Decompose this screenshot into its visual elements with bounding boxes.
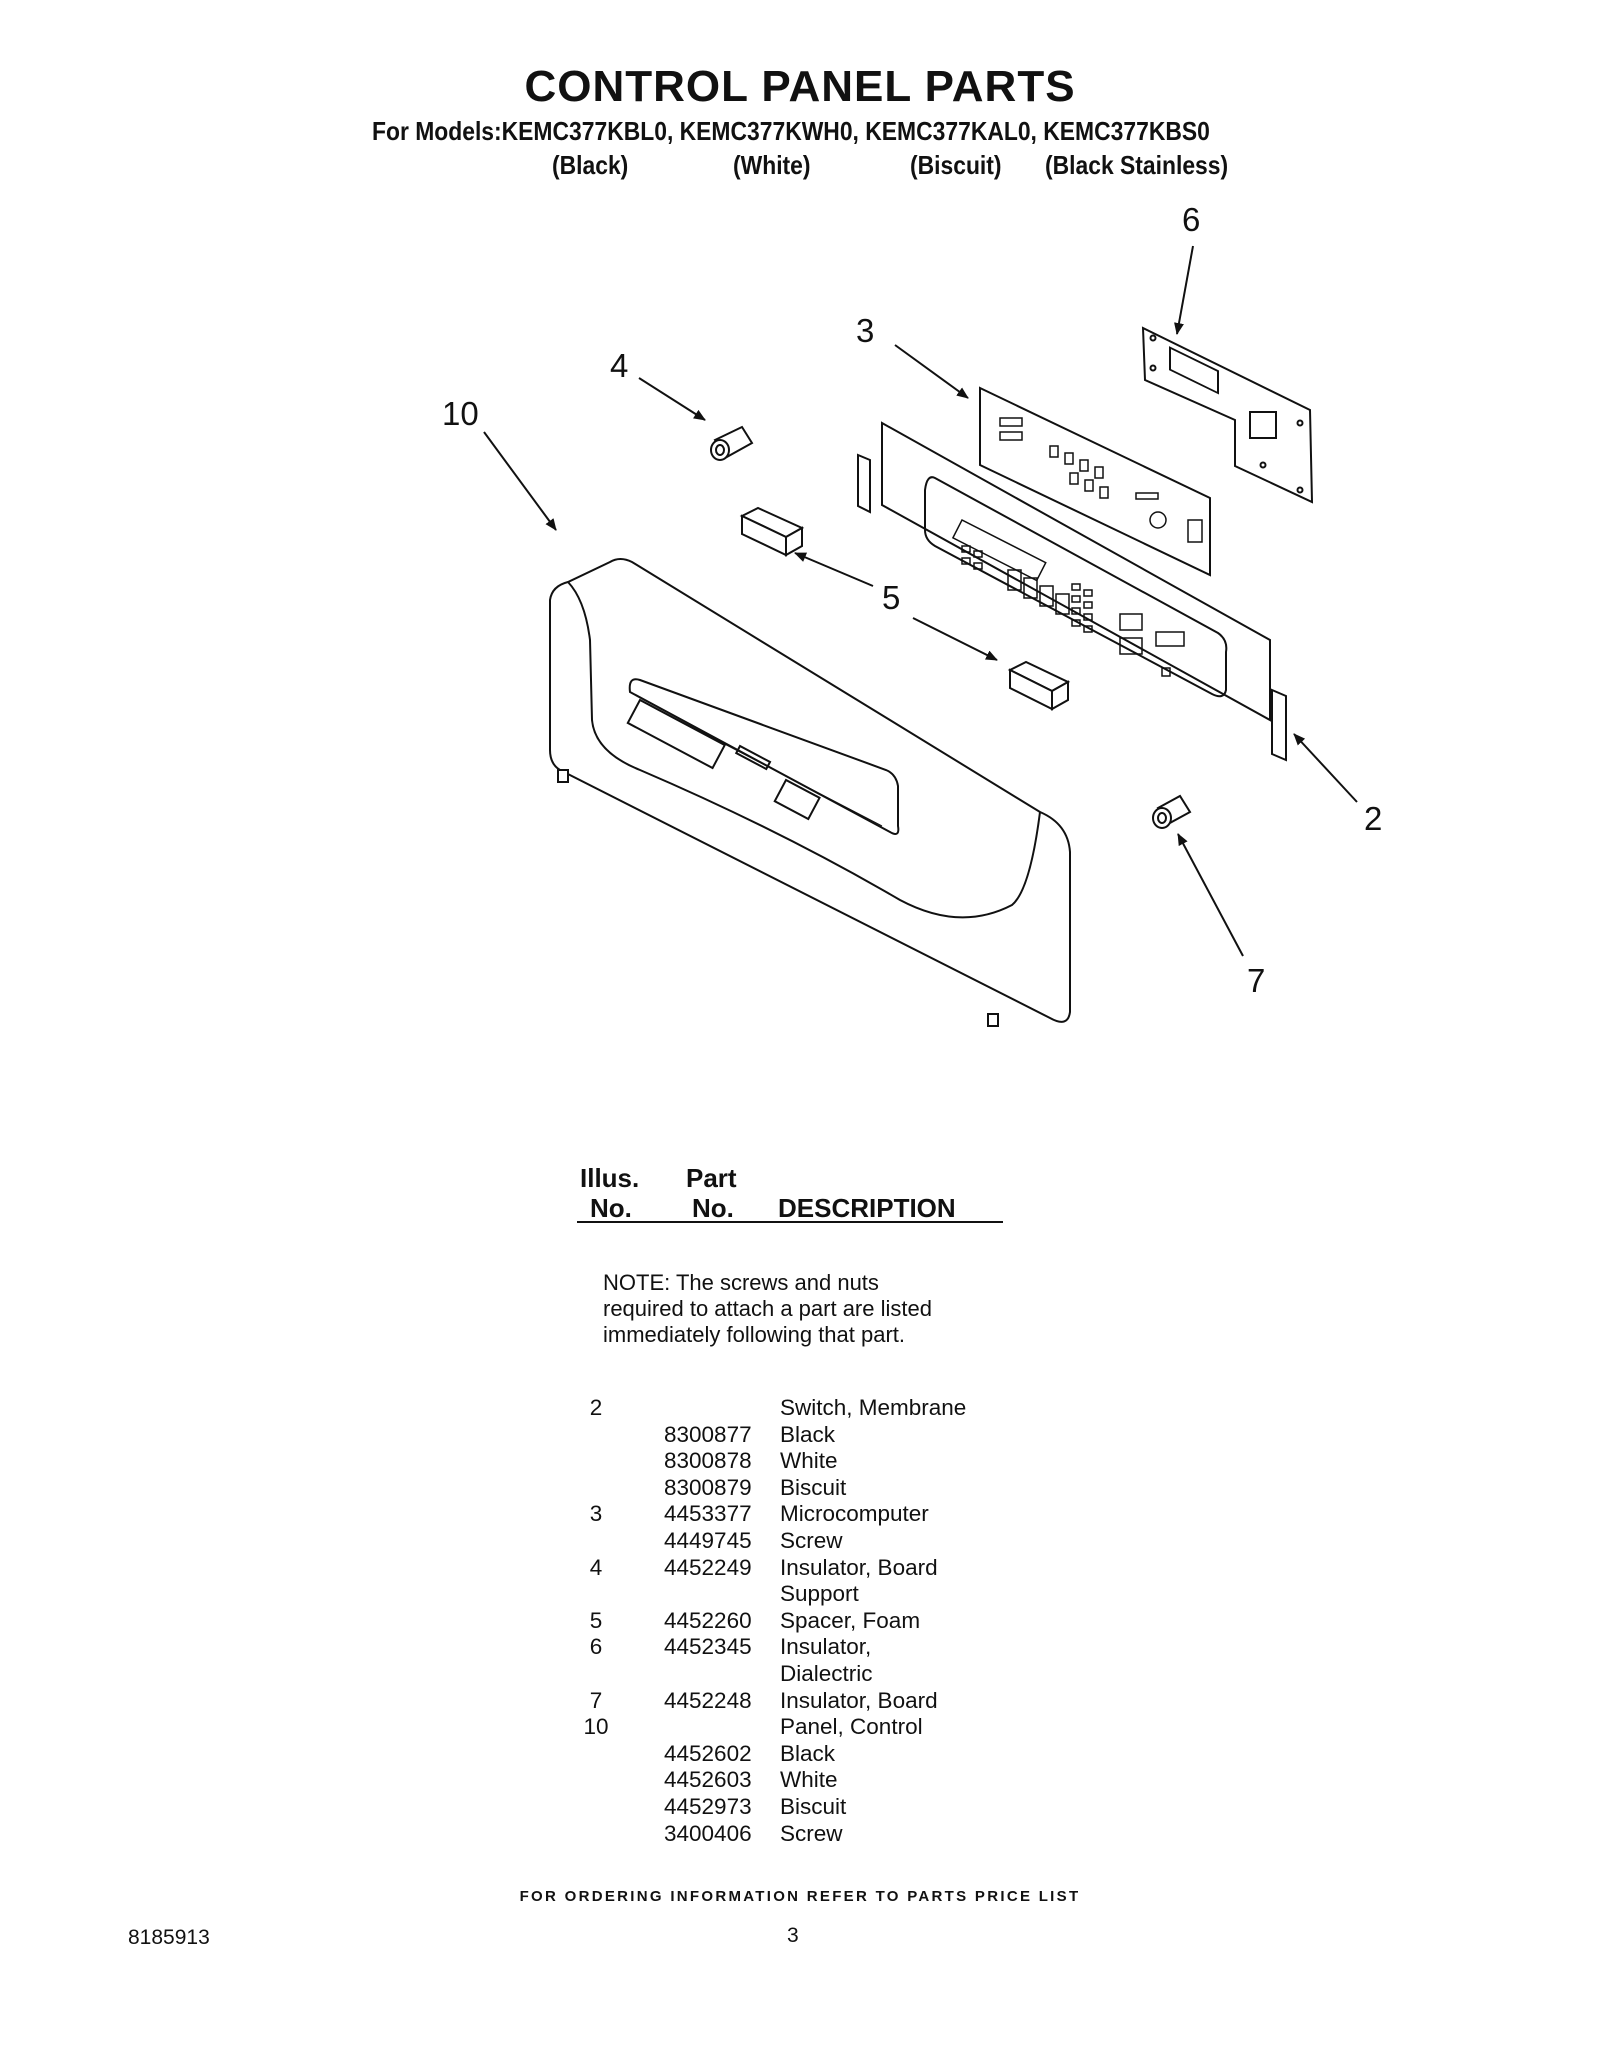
table-row: 3400406 Screw (560, 1821, 1060, 1848)
part-no: 4452603 (664, 1767, 752, 1793)
part-no: 8300878 (664, 1448, 752, 1474)
part-description: Biscuit (780, 1793, 847, 1819)
part-5-spacer-foam-upper (739, 506, 805, 557)
arrow-6 (1174, 245, 1194, 335)
document-number: 8185913 (128, 1926, 210, 1949)
table-row: 10 Panel, Control (560, 1714, 1060, 1741)
part-6-insulator-dielectric (1141, 326, 1314, 504)
part-description: Panel, Control (780, 1714, 923, 1740)
page-title: CONTROL PANEL PARTS (524, 62, 1076, 111)
ordering-info: FOR ORDERING INFORMATION REFER TO PARTS … (519, 1888, 1081, 1905)
header-rule (577, 1221, 1003, 1223)
illus-no: 2 (589, 1395, 603, 1420)
col-header-illus-1: Illus. (580, 1163, 640, 1193)
callout-5: 5 (882, 579, 900, 616)
table-row: 4452602 Black (560, 1741, 1060, 1768)
part-no: 4452345 (664, 1634, 752, 1660)
part-no: 4452260 (664, 1607, 752, 1633)
arrow-2 (1293, 733, 1358, 803)
model-colors: (Black) (White) (Biscuit) (Black Stainle… (0, 150, 1600, 180)
illus-no: 4 (589, 1554, 603, 1580)
color-white: (White) (733, 150, 811, 180)
table-row: 3 4453377 Microcomputer (560, 1501, 1060, 1528)
col-header-illus-2: No. (590, 1193, 632, 1223)
table-row: 8300878 White (560, 1448, 1060, 1475)
part-7-insulator-board (1152, 794, 1192, 829)
part-no: 4449745 (664, 1527, 752, 1553)
arrow-3 (894, 344, 969, 399)
leader-arrows (483, 245, 1358, 957)
table-row: 4449745 Screw (560, 1528, 1060, 1555)
table-row: 8300877 Black (560, 1422, 1060, 1449)
part-no: 4452249 (664, 1554, 752, 1580)
arrow-4 (638, 377, 706, 421)
part-description: Screw (780, 1820, 843, 1846)
part-description: Microcomputer (780, 1501, 929, 1527)
part-description: Black (780, 1740, 836, 1766)
table-row: 4452603 White (560, 1767, 1060, 1794)
part-description: Screw (780, 1527, 843, 1553)
table-row: Dialectric (560, 1661, 1060, 1688)
col-header-description: DESCRIPTION (778, 1193, 956, 1223)
part-description: Insulator, (780, 1634, 872, 1660)
arrow-10 (483, 431, 557, 531)
part-description: Insulator, Board (780, 1554, 938, 1580)
table-row: 6 4452345 Insulator, (560, 1634, 1060, 1661)
table-row: 7 4452248 Insulator, Board (560, 1688, 1060, 1715)
arrow-5b (912, 617, 998, 661)
note-text: NOTE: The screws and nuts required to at… (603, 1270, 932, 1347)
callout-3: 3 (856, 312, 874, 349)
part-4-insulator-board-support (710, 425, 754, 461)
table-row: 8300879 Biscuit (560, 1475, 1060, 1502)
part-no: 4452602 (664, 1740, 752, 1766)
part-description: Black (780, 1421, 836, 1447)
part-10-panel-control (549, 558, 1071, 1027)
illus-no: 7 (589, 1687, 603, 1713)
table-row: Support (560, 1581, 1060, 1608)
part-no: 4452248 (664, 1687, 752, 1713)
part-description: Spacer, Foam (780, 1607, 921, 1633)
arrow-5a (794, 552, 874, 587)
part-2-membrane-switch (857, 421, 1287, 762)
table-row: 4 4452249 Insulator, Board (560, 1555, 1060, 1582)
callout-6: 6 (1182, 201, 1200, 238)
part-no: 3400406 (664, 1820, 752, 1846)
callout-4: 4 (610, 347, 628, 384)
exploded-parts-diagram: 6 3 4 10 5 2 7 (442, 201, 1382, 1027)
part-no: 4452973 (664, 1793, 752, 1819)
color-biscuit: (Biscuit) (910, 150, 1002, 180)
table-row: 4452973 Biscuit (560, 1794, 1060, 1821)
color-black: (Black) (552, 150, 629, 180)
col-header-part-1: Part (686, 1163, 737, 1193)
part-5-spacer-foam-lower (1007, 660, 1071, 711)
part-description: Insulator, Board (780, 1687, 938, 1713)
part-description: Switch, Membrane (780, 1395, 967, 1420)
page-number: 3 (787, 1924, 799, 1947)
col-header-part-2: No. (692, 1193, 734, 1223)
callout-2: 2 (1364, 800, 1382, 837)
part-no: 8300877 (664, 1421, 752, 1447)
callout-10: 10 (442, 395, 479, 432)
models-line: For Models:KEMC377KBL0, KEMC377KWH0, KEM… (372, 116, 1210, 146)
part-description: White (780, 1448, 838, 1474)
part-no: 4453377 (664, 1501, 752, 1527)
part-3-microcomputer (979, 386, 1211, 577)
part-description: Dialectric (780, 1660, 873, 1686)
part-no: 8300879 (664, 1474, 752, 1500)
table-row: 2 Switch, Membrane (560, 1395, 1060, 1422)
color-black-stainless: (Black Stainless) (1045, 150, 1229, 180)
illus-no: 3 (589, 1501, 603, 1527)
illus-no: 10 (583, 1714, 609, 1740)
part-description: Biscuit (780, 1474, 847, 1500)
illus-no: 6 (589, 1634, 603, 1660)
illus-no: 5 (589, 1607, 603, 1633)
arrow-7 (1177, 833, 1244, 957)
part-description: Support (780, 1581, 859, 1607)
table-row: 5 4452260 Spacer, Foam (560, 1608, 1060, 1635)
part-description: White (780, 1767, 838, 1793)
callout-7: 7 (1247, 962, 1265, 999)
